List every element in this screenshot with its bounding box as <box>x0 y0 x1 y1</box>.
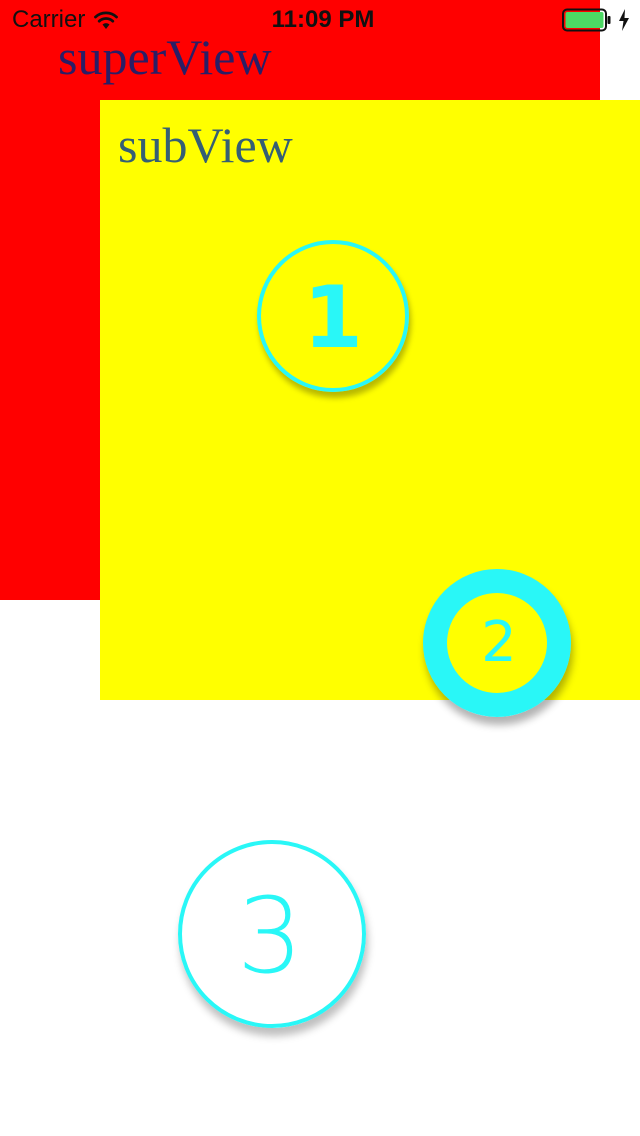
circle-button-1[interactable]: 1 <box>257 240 409 392</box>
battery-icon <box>562 8 611 32</box>
circle-2-label: 2 <box>481 610 517 675</box>
super-view-title: superView <box>58 29 272 85</box>
status-bar: Carrier 11:09 PM <box>0 0 640 40</box>
circle-button-2[interactable]: 2 <box>423 569 571 717</box>
carrier-label: Carrier <box>12 6 86 33</box>
sub-view-title: subView <box>118 117 293 173</box>
circle-1-label: 1 <box>303 268 363 368</box>
charging-bolt-icon <box>619 9 629 31</box>
circle-button-3[interactable]: 3 <box>178 840 366 1028</box>
wifi-icon <box>94 11 119 29</box>
battery-group <box>562 8 630 32</box>
circle-3-label: 3 <box>236 875 304 997</box>
status-time: 11:09 PM <box>271 6 375 33</box>
carrier-group: Carrier <box>12 6 119 34</box>
